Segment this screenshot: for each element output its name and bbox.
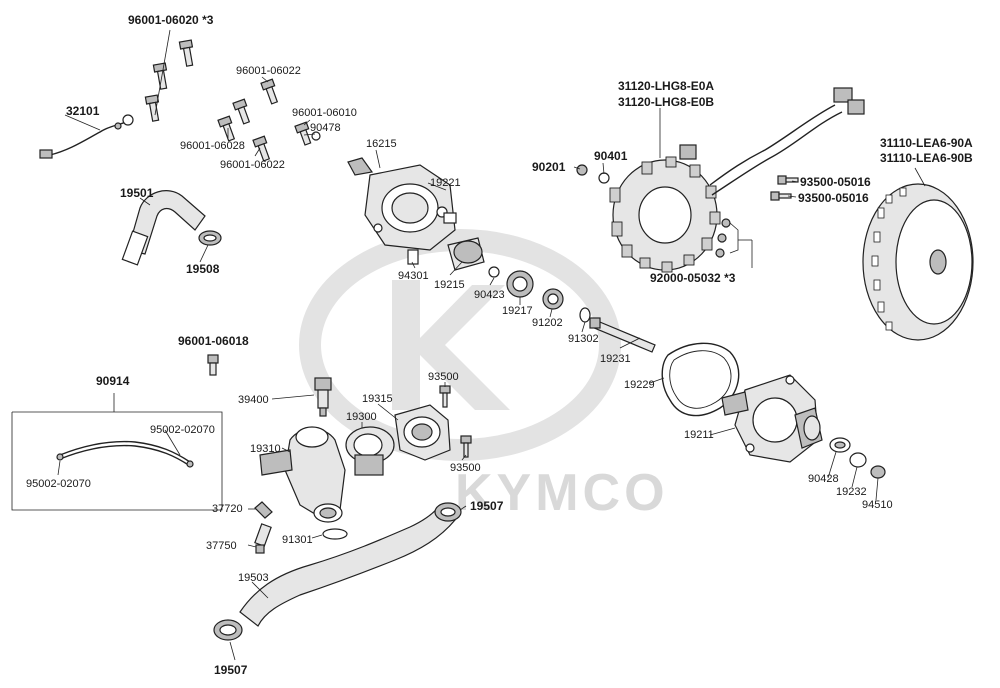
- water-pump-cover-19221: [347, 157, 456, 251]
- label-90428: 90428: [808, 473, 839, 485]
- switch-37720-37750: [254, 501, 273, 554]
- watermark-text: KYMCO: [455, 464, 669, 522]
- label-19231: 19231: [600, 353, 631, 365]
- label-31110-b: 31110-LEA6-90B: [880, 151, 973, 165]
- label-19315: 19315: [362, 393, 393, 405]
- thermostat-cover-19315: [394, 385, 472, 461]
- bolt-group-top-left: [144, 29, 194, 122]
- label-90478: 90478: [310, 122, 341, 134]
- label-94301: 94301: [398, 270, 429, 282]
- label-19310: 19310: [250, 443, 281, 455]
- label-91301: 91301: [282, 534, 313, 546]
- thermostat-19300: [345, 426, 395, 476]
- label-16215: 16215: [366, 138, 397, 150]
- cable-32101: [39, 114, 134, 159]
- label-91202: 91202: [532, 317, 563, 329]
- label-19503: 19503: [238, 572, 269, 584]
- label-91302: 91302: [568, 333, 599, 345]
- label-31120-b: 31120-LHG8-E0B: [618, 95, 714, 109]
- label-19217: 19217: [502, 305, 533, 317]
- label-31110-a: 31110-LEA6-90A: [880, 136, 973, 150]
- kymco-watermark-logo: KYMCO: [299, 229, 669, 522]
- label-19221: 19221: [430, 177, 461, 189]
- label-92000-05032: 92000-05032 *3: [650, 271, 736, 285]
- label-19501: 19501: [120, 186, 154, 200]
- hose-19503: [213, 502, 462, 641]
- pump-shaft-19231: [589, 317, 656, 353]
- hose-19501: [121, 190, 222, 266]
- label-19300: 19300: [346, 411, 377, 423]
- label-19211: 19211: [684, 429, 714, 441]
- label-96001-06010: 96001-06010: [292, 107, 357, 119]
- o-ring-91301: [322, 528, 348, 540]
- flywheel-rotor-31110: [770, 175, 974, 341]
- label-94510: 94510: [862, 499, 893, 511]
- thermostat-housing-19310: [259, 426, 346, 523]
- bolt-96001-06018: [207, 354, 219, 376]
- label-93500-a: 93500: [428, 371, 459, 383]
- water-pump-body-19211: [721, 374, 886, 479]
- label-90914: 90914: [96, 374, 130, 388]
- label-96001-06022-b: 96001-06022: [220, 159, 285, 171]
- label-37750: 37750: [206, 540, 237, 552]
- sensor-39400: [314, 377, 332, 417]
- part-number-labels: 96001-06020 *3 32101 96001-06022 96001-0…: [26, 13, 973, 677]
- label-96001-06018: 96001-06018: [178, 334, 249, 348]
- label-93500-05016-a: 93500-05016: [800, 175, 871, 189]
- label-90423: 90423: [474, 289, 505, 301]
- label-95002-02070-b: 95002-02070: [26, 478, 91, 490]
- label-95002-02070-a: 95002-02070: [150, 424, 215, 436]
- label-93500-05016-b: 93500-05016: [798, 191, 869, 205]
- stator-31120: [576, 87, 865, 273]
- gasket-19229: [661, 342, 740, 417]
- breather-hose-box-90914: [11, 393, 223, 511]
- label-19508: 19508: [186, 262, 220, 276]
- label-19215: 19215: [434, 279, 465, 291]
- bolt-group-center-left: [217, 78, 321, 162]
- label-31120-a: 31120-LHG8-E0A: [618, 79, 714, 93]
- label-96001-06028: 96001-06028: [180, 140, 245, 152]
- label-19232: 19232: [836, 486, 867, 498]
- label-90201: 90201: [532, 160, 566, 174]
- label-19229: 19229: [624, 379, 655, 391]
- label-37720: 37720: [212, 503, 243, 515]
- leader-lines: [57, 76, 926, 661]
- label-96001-06022-a: 96001-06022: [236, 65, 301, 77]
- label-39400: 39400: [238, 394, 269, 406]
- label-19507-a: 19507: [470, 499, 504, 513]
- label-93500-b: 93500: [450, 462, 481, 474]
- label-19507-b: 19507: [214, 663, 248, 677]
- pins-and-seal-group: [407, 212, 591, 323]
- label-32101: 32101: [66, 104, 100, 118]
- label-96001-06020: 96001-06020 *3: [128, 13, 214, 27]
- label-90401: 90401: [594, 149, 628, 163]
